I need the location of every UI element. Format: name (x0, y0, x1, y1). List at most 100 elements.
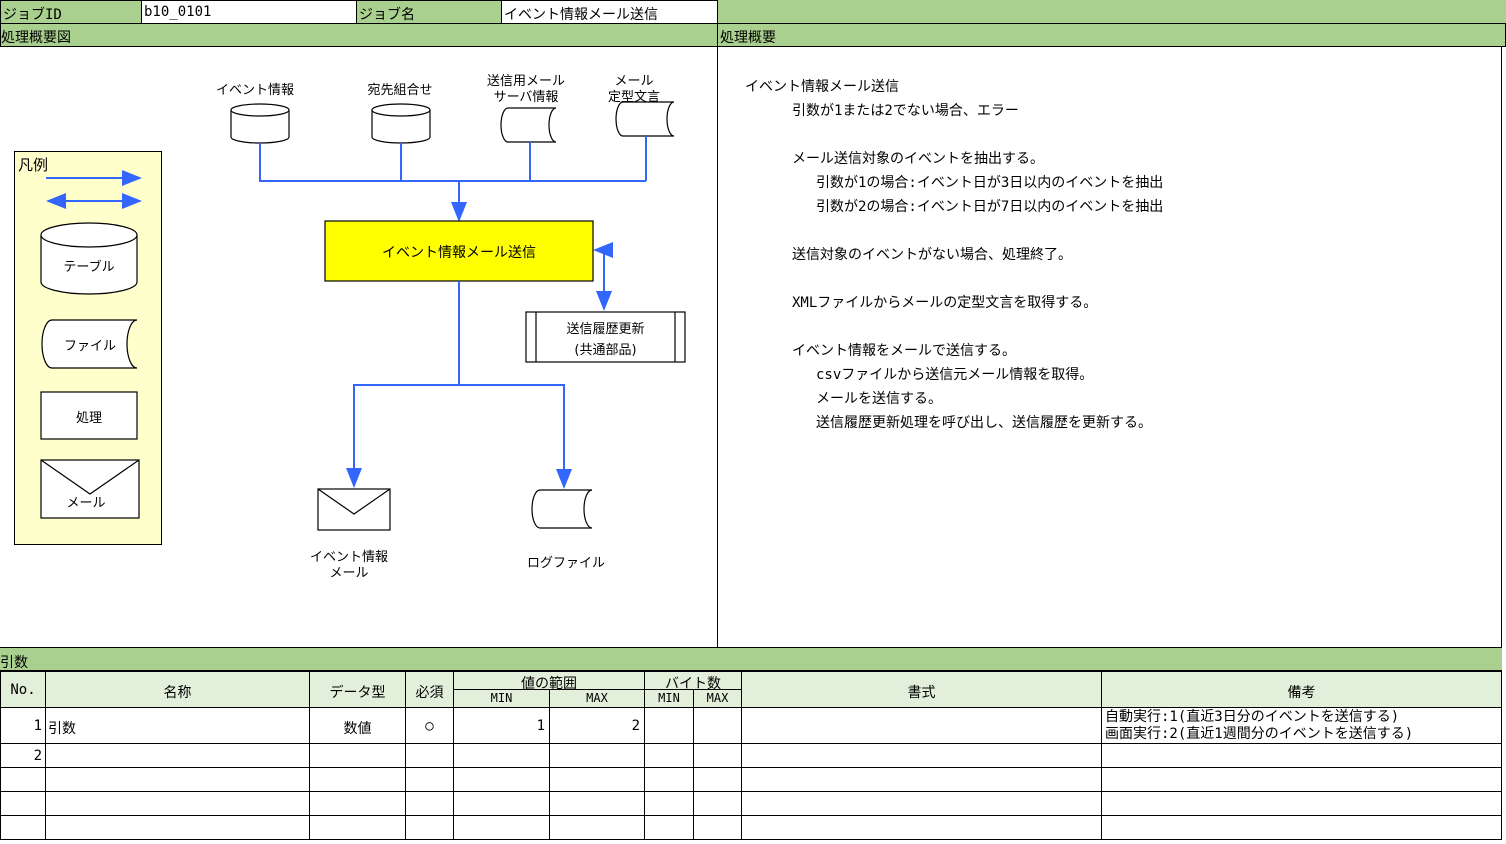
recipient-combo-label: 宛先組合せ (367, 83, 433, 98)
row2-max[interactable] (549, 743, 645, 768)
empty-row[interactable] (309, 767, 406, 792)
empty-row[interactable] (1101, 815, 1502, 840)
summary-line: 引数が1の場合:イベント日が3日以内のイベントを抽出 (816, 175, 1164, 191)
empty-row[interactable] (45, 791, 310, 816)
empty-row[interactable] (405, 767, 454, 792)
summary-line: 引数が1または2でない場合、エラー (792, 103, 1019, 119)
empty-row[interactable] (405, 791, 454, 816)
output-mail-icon (317, 488, 391, 531)
empty-row[interactable] (0, 767, 46, 792)
main-process-label: イベント情報メール送信 (382, 245, 536, 261)
legend-table-icon (40, 222, 138, 295)
row2-min[interactable] (453, 743, 550, 768)
row2-format[interactable] (741, 743, 1102, 768)
summary-line: イベント情報をメールで送信する。 (792, 343, 1016, 359)
summary-line: 送信履歴更新処理を呼び出し、送信履歴を更新する。 (816, 415, 1152, 431)
empty-row[interactable] (45, 767, 310, 792)
col-header-format: 書式 (741, 671, 1102, 708)
empty-row[interactable] (644, 791, 694, 816)
empty-row[interactable] (45, 815, 310, 840)
history-process-icon (525, 311, 686, 363)
empty-row[interactable] (741, 815, 1102, 840)
empty-row[interactable] (309, 815, 406, 840)
summary-line: 引数が2の場合:イベント日が7日以内のイベントを抽出 (816, 199, 1164, 215)
row2-required[interactable] (405, 743, 454, 768)
row1-remarks[interactable]: 自動実行:1(直近3日分のイベントを送信する) 画面実行:2(直近1週間分のイベ… (1101, 707, 1502, 744)
legend-mail-icon (40, 459, 140, 519)
col-header-datatype: データ型 (309, 671, 406, 708)
row1-name[interactable]: 引数 (45, 707, 310, 744)
empty-row[interactable] (405, 815, 454, 840)
mail-server-label-2: サーバ情報 (493, 90, 559, 105)
summary-line: XMLファイルからメールの定型文言を取得する。 (792, 295, 1098, 311)
legend-process-label: 処理 (75, 411, 102, 426)
col-header-bytes-min: MIN (644, 689, 694, 708)
empty-row[interactable] (741, 791, 1102, 816)
empty-row[interactable] (453, 767, 550, 792)
row1-no: 1 (0, 707, 46, 744)
mail-server-file-icon (500, 107, 557, 143)
recipient-combo-table-icon (371, 103, 431, 144)
job-name-label: ジョブ名 (356, 0, 502, 24)
legend-file-icon (41, 319, 138, 369)
row2-bytes-min[interactable] (644, 743, 694, 768)
empty-row[interactable] (644, 767, 694, 792)
empty-row[interactable] (0, 791, 46, 816)
empty-row[interactable] (549, 815, 645, 840)
row1-remarks-line2: 画面実行:2(直近1週間分のイベントを送信する) (1105, 726, 1414, 742)
main-process-box (324, 220, 594, 282)
output-log-label: ログファイル (526, 556, 605, 571)
row1-required[interactable]: ○ (405, 707, 454, 744)
empty-row[interactable] (1101, 767, 1502, 792)
template-label-1: メール (614, 74, 654, 89)
empty-row[interactable] (0, 815, 46, 840)
empty-row[interactable] (549, 791, 645, 816)
event-info-table-icon (230, 103, 290, 144)
empty-row[interactable] (309, 791, 406, 816)
empty-row[interactable] (453, 791, 550, 816)
row1-bytes-min[interactable] (644, 707, 694, 744)
col-header-value-range: 値の範囲 (453, 671, 645, 692)
row1-max[interactable]: 2 (549, 707, 645, 744)
summary-line: イベント情報メール送信 (745, 79, 899, 95)
summary-line: 送信対象のイベントがない場合、処理終了。 (792, 247, 1072, 263)
summary-line: メールを送信する。 (816, 391, 942, 407)
row2-remarks[interactable] (1101, 743, 1502, 768)
args-section-title: 引数 (0, 647, 1502, 671)
row2-bytes-max[interactable] (693, 743, 742, 768)
job-id-value[interactable]: b10_0101 (141, 0, 357, 24)
col-header-bytes-max: MAX (693, 689, 742, 708)
template-label-2: 定型文言 (607, 90, 660, 105)
col-header-required: 必須 (405, 671, 454, 708)
row1-bytes-max[interactable] (693, 707, 742, 744)
row1-datatype[interactable]: 数値 (309, 707, 406, 744)
output-mail-label-2: メール (329, 566, 369, 581)
diagram-area (0, 47, 718, 647)
empty-row[interactable] (1101, 791, 1502, 816)
empty-row[interactable] (644, 815, 694, 840)
legend-file-label: ファイル (63, 339, 116, 354)
job-name-value[interactable]: イベント情報メール送信 (501, 0, 718, 24)
col-header-name: 名称 (45, 671, 310, 708)
empty-row[interactable] (741, 767, 1102, 792)
empty-row[interactable] (453, 815, 550, 840)
col-header-min: MIN (453, 689, 550, 708)
row1-min[interactable]: 1 (453, 707, 550, 744)
legend-table-label: テーブル (63, 260, 115, 275)
summary-area (717, 47, 1502, 647)
empty-row[interactable] (693, 767, 742, 792)
legend-title: 凡例 (18, 156, 49, 174)
row1-format[interactable] (741, 707, 1102, 744)
col-header-remarks: 備考 (1101, 671, 1502, 708)
diagram-section-title: 処理概要図 (0, 23, 718, 47)
empty-row[interactable] (693, 815, 742, 840)
history-label-2: (共通部品) (574, 343, 637, 358)
col-header-max: MAX (549, 689, 645, 708)
output-log-file-icon (531, 489, 593, 529)
legend-process-icon (40, 391, 138, 440)
row2-name[interactable] (45, 743, 310, 768)
row1-remarks-line1: 自動実行:1(直近3日分のイベントを送信する) (1105, 709, 1400, 725)
row2-datatype[interactable] (309, 743, 406, 768)
empty-row[interactable] (693, 791, 742, 816)
empty-row[interactable] (549, 767, 645, 792)
